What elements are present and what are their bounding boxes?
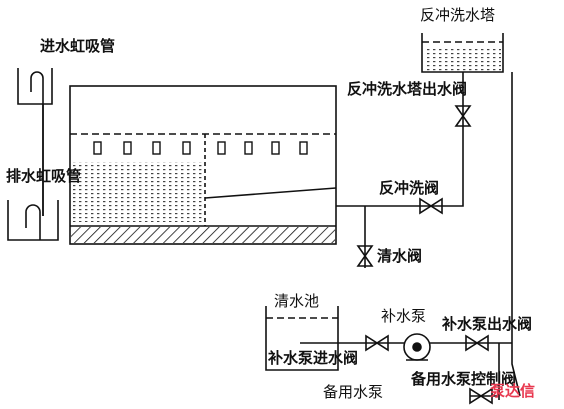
label-clear-water-tank: 清水池 [274, 292, 320, 310]
label-backwash-valve: 反冲洗阀 [379, 179, 440, 197]
makeup-pump-outlet-valve [465, 334, 489, 352]
filter-tank [69, 85, 337, 245]
label-makeup-pump: 补水泵 [381, 307, 427, 325]
label-drain-siphon: 排水虹吸管 [6, 167, 82, 185]
drain-siphon [7, 200, 59, 241]
label-makeup-pump-outlet-valve: 补水泵出水阀 [442, 315, 533, 333]
standby-control-valve [469, 387, 493, 405]
label-standby-control-valve: 备用水泵控制阀 [411, 370, 517, 388]
label-backwash-tower-outlet-valve: 反冲洗水塔出水阀 [347, 80, 468, 98]
label-standby-pump: 备用水泵 [323, 383, 384, 401]
clear-water-tank [265, 306, 339, 371]
backwash-tower-outlet-valve [454, 105, 472, 127]
label-backwash-tower: 反冲洗水塔 [420, 6, 496, 24]
watermark-logo: 泵达信 [490, 382, 536, 400]
label-clear-water-valve: 清水阀 [377, 247, 423, 265]
backwash-tower-tank [421, 33, 504, 73]
clear-water-valve [356, 245, 374, 267]
backwash-valve [419, 197, 443, 215]
inlet-siphon [17, 68, 53, 216]
label-makeup-pump-inlet-valve: 补水泵进水阀 [268, 349, 359, 367]
makeup-pump-inlet-valve [365, 334, 389, 352]
makeup-pump [403, 333, 431, 361]
filter-nozzles [93, 141, 308, 155]
label-inlet-siphon: 进水虹吸管 [40, 37, 116, 55]
